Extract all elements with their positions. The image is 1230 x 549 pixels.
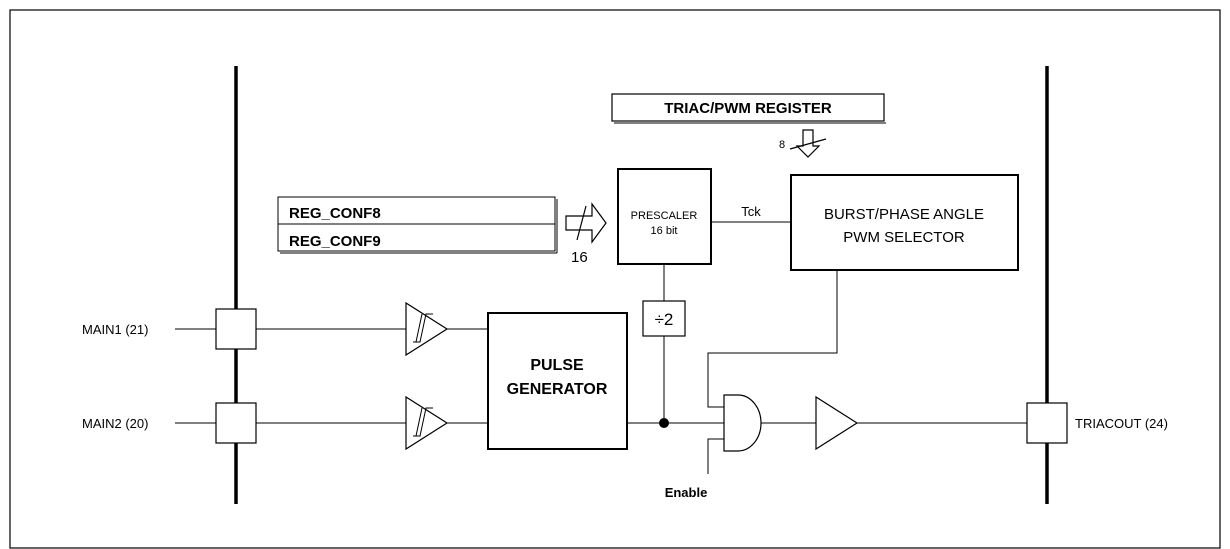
triacout-pin-label: TRIACOUT (24)	[1075, 416, 1168, 431]
main1-pin-pad	[215, 308, 257, 350]
bus-width-8-label: 8	[779, 139, 785, 151]
reg-conf8-label: REG_CONF8	[289, 205, 381, 222]
pwm-selector-label: PWM SELECTOR	[843, 229, 965, 246]
triac-pwm-register: TRIAC/PWM REGISTER	[611, 93, 886, 124]
selector-to-gate-line	[707, 270, 838, 408]
generator-label: GENERATOR	[507, 381, 608, 398]
reg-conf-registers: REG_CONF8 REG_CONF9	[277, 196, 558, 254]
burst-phase-label: BURST/PHASE ANGLE	[824, 206, 984, 223]
bus-width-16-label: 16	[571, 249, 588, 266]
bus-arrow-16bit: 16	[565, 202, 607, 266]
junction-dot	[659, 418, 669, 428]
divide-by-two-block: ÷2	[642, 300, 686, 337]
prescaler-block: PRESCALER 16 bit	[617, 168, 712, 265]
main2-pin-pad	[215, 402, 257, 444]
diagram-frame	[9, 9, 1221, 549]
bus-arrow-8bit: 8	[779, 129, 827, 158]
pulse-label: PULSE	[530, 357, 584, 374]
main2-schmitt-buffer	[405, 395, 449, 451]
reg-conf9-label: REG_CONF9	[289, 233, 381, 250]
triac-pwm-register-label: TRIAC/PWM REGISTER	[664, 100, 832, 117]
burst-phase-pwm-selector: BURST/PHASE ANGLE PWM SELECTOR	[790, 174, 1019, 271]
main2-pin-label: MAIN2 (20)	[82, 416, 148, 431]
tck-label: Tck	[741, 204, 761, 219]
main1-schmitt-buffer	[405, 301, 449, 357]
enable-label: Enable	[665, 485, 708, 500]
main1-pin-label: MAIN1 (21)	[82, 322, 148, 337]
and-gate	[723, 394, 762, 452]
pulse-generator-block: PULSE GENERATOR	[487, 312, 628, 450]
output-driver-buffer	[815, 395, 859, 451]
divider-label: ÷2	[655, 310, 674, 329]
triacout-pin-pad	[1026, 402, 1068, 444]
enable-line	[707, 438, 724, 474]
prescaler-label: PRESCALER	[631, 210, 698, 222]
prescaler-bits-label: 16 bit	[651, 225, 678, 237]
